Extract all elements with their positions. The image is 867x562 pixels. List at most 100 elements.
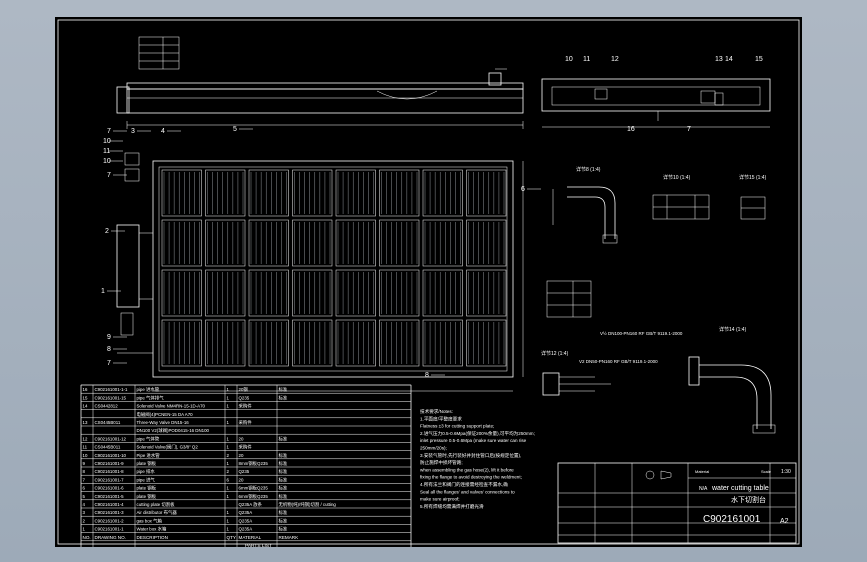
parts-cell: C902161001-3: [95, 510, 125, 515]
parts-cell: Three-Way Valve DN15-16: [137, 420, 190, 425]
parts-cell: 标准: [279, 493, 288, 500]
balloon-label: 14: [725, 56, 733, 63]
cutting-cell: [379, 169, 420, 217]
scale-label: Scale: [761, 469, 772, 474]
projection-symbol-icon: [645, 470, 655, 480]
parts-cell: Solenoid Valve NM4RN-15-1D-A70: [137, 404, 206, 409]
detail-15-fitting: 详节15 (1:4): [739, 174, 767, 220]
parts-cell: 12: [83, 436, 88, 441]
balloon-label: 8: [107, 346, 111, 353]
sheet-size: A2: [780, 518, 789, 525]
balloon-label: 5: [233, 126, 237, 133]
cutting-cell: [205, 169, 246, 217]
parts-cell: 采购件: [239, 419, 253, 426]
scale-value: 1:30: [781, 469, 791, 475]
cutting-cell: [205, 269, 246, 317]
parts-cell: CS0445B011: [95, 420, 121, 425]
cutting-cell: [205, 219, 246, 267]
parts-cell: 20: [239, 436, 244, 441]
cutting-cell: [248, 169, 289, 217]
parts-cell: 1: [227, 420, 230, 425]
parts-cell: 采购件: [239, 403, 253, 410]
drawing-number: C902161001: [703, 514, 761, 525]
parts-cell: 20钢: [239, 386, 249, 393]
cutting-cell: [292, 169, 333, 217]
cutting-cell: [248, 269, 289, 317]
detail-8-label: 详节8 (1:4): [576, 166, 601, 173]
cutting-cell: [466, 319, 507, 367]
balloon-label: 2: [105, 228, 109, 235]
cutting-cell: [292, 219, 333, 267]
parts-header: DRAWING NO.: [95, 535, 126, 540]
note-line: Seal all the flanges' and valves' connec…: [420, 489, 515, 494]
cutting-cell: [379, 319, 420, 367]
detail-10-label: 详节10 (1:4): [663, 174, 691, 181]
parts-cell: 8mm钢板Q235: [239, 460, 269, 467]
cutting-cell: [335, 169, 376, 217]
parts-cell: 1: [227, 395, 230, 400]
material-label: Material: [695, 469, 709, 474]
cutting-cell: [292, 269, 333, 317]
parts-cell: 电磁阀(4)PCNEN-15 DA A70: [137, 411, 194, 418]
parts-cell: C902161001-5: [95, 494, 125, 499]
balloon-label: 1: [101, 288, 105, 295]
parts-cell: 20: [239, 453, 244, 458]
drawing-title-cn: 水下切割台: [731, 495, 766, 504]
parts-cell: Pipe 进水管: [137, 452, 161, 459]
parts-cell: 标准: [279, 509, 288, 516]
parts-cell: 1: [227, 461, 230, 466]
parts-cell: CS0445B011: [95, 445, 121, 450]
flange-note-1: V½ DN100-PN160 RF GB/T 9119.1-2000: [600, 330, 683, 336]
cutting-cell: [292, 319, 333, 367]
cutting-cell: [248, 319, 289, 367]
parts-cell: 15: [83, 395, 88, 400]
parts-header: NO.: [83, 535, 91, 540]
balloon-label: 11: [583, 56, 590, 63]
parts-cell: C902161001-8: [95, 469, 125, 474]
note-line: inlet pressure 0.5-0.6Mpa (make sure wat…: [420, 438, 527, 443]
detail-12-flange: 详节12 (1:4) V2 DN50-PN160 RF GB/T 9119.1-…: [541, 350, 658, 396]
parts-cell: 2: [227, 453, 230, 458]
parts-cell: 标准: [279, 517, 288, 524]
parts-cell: 6: [83, 486, 86, 491]
cutting-cell: [335, 319, 376, 367]
cutting-cell: [422, 319, 463, 367]
cutting-cell: [161, 319, 202, 367]
parts-cell: 1: [227, 527, 230, 532]
parts-cell: 7: [83, 477, 86, 482]
parts-cell: 标准: [279, 476, 288, 483]
parts-cell: 14: [83, 404, 88, 409]
na-value: N/A: [699, 486, 708, 492]
parts-cell: pipe 进气: [137, 476, 156, 483]
parts-cell: 3: [83, 510, 86, 515]
parts-cell: 标准: [279, 460, 288, 467]
detail-12-label: 详节12 (1:4): [541, 350, 569, 357]
parts-cell: 1: [227, 404, 230, 409]
parts-cell: 1: [227, 436, 230, 441]
balloon-label: 7: [107, 172, 111, 179]
parts-cell: 4: [83, 502, 86, 507]
parts-cell: 2: [83, 518, 86, 523]
parts-cell: 2: [227, 469, 230, 474]
parts-cell: plate 钢板: [137, 493, 157, 500]
cutting-cell: [422, 269, 463, 317]
parts-cell: Air distributor 布气器: [137, 509, 178, 516]
parts-cell: DN100 V2(球阀)POD0415-16 DN100: [137, 427, 210, 434]
parts-cell: C902161001-9: [95, 461, 125, 466]
balloon-label: 6: [521, 186, 525, 193]
balloon-label: 9: [107, 334, 111, 341]
parts-header: DESCRIPTION: [137, 535, 168, 540]
note-line: make sure airproof;: [420, 497, 460, 502]
parts-cell: 20: [239, 477, 244, 482]
parts-cell: C902161001-1-1: [95, 387, 129, 392]
parts-cell: 标准: [279, 386, 288, 393]
parts-cell: 标准: [279, 468, 288, 475]
balloon-label: 3: [131, 128, 135, 135]
balloon-label: 8: [425, 372, 429, 379]
note-line: 4.所有法兰和阀门的连接需经检查不漏水,确: [420, 481, 508, 488]
parts-cell: 8: [83, 469, 86, 474]
parts-cell: 1: [227, 387, 230, 392]
parts-cell: 1: [227, 445, 230, 450]
